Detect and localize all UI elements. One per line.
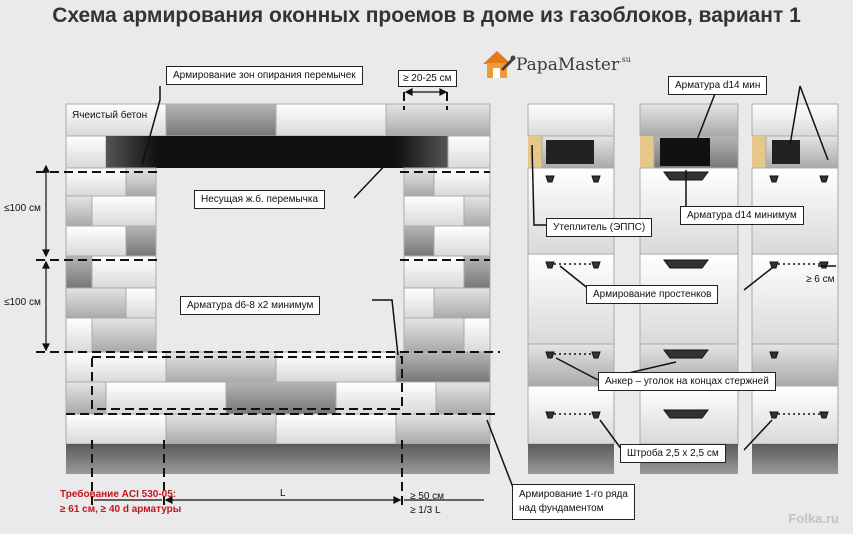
lintel (106, 136, 448, 168)
callout-lintel-support: Армирование зон опирания перемычек (166, 66, 363, 85)
section-column-1 (527, 103, 615, 474)
watermark: Folka.ru (788, 511, 839, 526)
wall-left-diagram (36, 78, 515, 505)
requirement-line-2: ≥ 61 см, ≥ 40 d арматуры (60, 504, 182, 515)
callout-rebar-d14: Арматура d14 мин (668, 76, 768, 95)
dim-spacing-1: ≤100 см (4, 203, 41, 214)
callout-rebar-6-8: Арматура d6-8 x2 минимум (180, 296, 321, 315)
callout-groove: Штроба 2,5 х 2,5 см (620, 444, 726, 463)
callout-pier-reinforcement: Армирование простенков (586, 285, 719, 304)
dim-overhang-bottom-1: ≥ 50 см (410, 491, 445, 502)
dim-edge: ≥ 6 см (806, 274, 835, 285)
callout-anchor: Анкер – уголок на концах стержней (598, 372, 776, 391)
callout-insulation: Утеплитель (ЭППС) (546, 218, 653, 237)
callout-first-row: Армирование 1-го ряда над фундаментом (512, 484, 635, 520)
dim-spacing-2: ≤100 см (4, 297, 41, 308)
callout-rebar-d14-min: Арматура d14 минимум (680, 206, 804, 225)
house-wrench-icon (483, 51, 516, 78)
dimension-lines (42, 88, 484, 504)
callout-leaders (141, 86, 515, 491)
material-label: Ячеистый бетон (72, 110, 148, 121)
wall-section-columns (527, 85, 839, 474)
section-column-3 (751, 103, 839, 474)
dim-overhang-bottom-2: ≥ 1/3 L (410, 505, 441, 516)
dim-overhang-top: ≥ 20-25 см (398, 70, 457, 87)
callout-bearing-lintel: Несущая ж.б. перемычка (194, 190, 326, 209)
foundation (66, 444, 490, 474)
logo-text: PapaMaster.su (516, 55, 631, 75)
reinforcement-lines (36, 78, 500, 505)
logo: PapaMaster.su (480, 48, 631, 82)
page-title: Схема армирования оконных проемов в доме… (52, 4, 801, 27)
dim-span: L (280, 488, 286, 499)
requirement-line-1: Требование ACI 530-05: (60, 489, 177, 500)
